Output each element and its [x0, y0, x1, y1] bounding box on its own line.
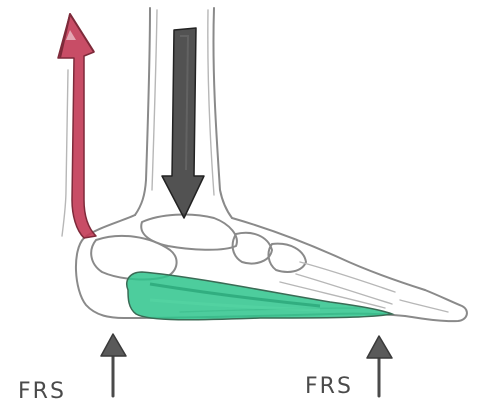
load-arrow-down-icon [162, 28, 204, 218]
frs-label-right: FRS [305, 374, 353, 399]
pull-arrow-up-icon [58, 14, 96, 238]
reaction-arrow-right-icon [367, 336, 392, 396]
plantar-fascia-band [127, 272, 392, 320]
reaction-arrow-left-icon [101, 334, 126, 396]
frs-label-left: FRS [18, 379, 66, 404]
